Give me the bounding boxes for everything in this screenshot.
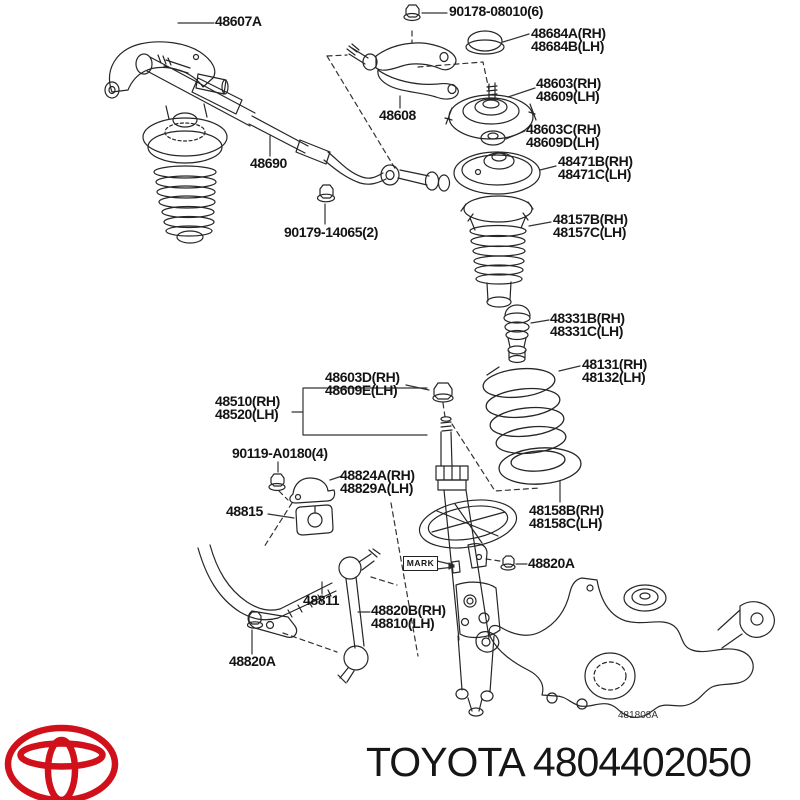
strut-48510-art (418, 382, 518, 717)
part-label-48607a: 48607A (215, 13, 262, 29)
part-label-48608: 48608 (379, 107, 416, 123)
part-label-48331: 48331B(RH)48331C(LH) (550, 310, 625, 339)
part-label-48824: 48824A(RH)48829A(LH) (340, 467, 415, 496)
drawing-reference: 481808A (618, 710, 659, 721)
part-label-48815: 48815 (226, 503, 263, 519)
brand-part-number: TOYOTA 4804402050 (366, 739, 752, 785)
part-label-48510: 48510(RH)48520(LH) (215, 393, 280, 422)
part-label-90178: 90178-08010(6) (449, 3, 544, 19)
stabilizer-bar-link-art (197, 544, 381, 684)
toyota-logo (4, 724, 119, 800)
part-label-48471: 48471B(RH)48471C(LH) (558, 153, 633, 182)
part-label-48690: 48690 (250, 155, 287, 171)
left-strut-boot-art (142, 103, 228, 244)
mark-callout-box: MARK (403, 556, 438, 571)
strut-mount-column-art (444, 30, 541, 195)
part-label-90179: 90179-14065(2) (284, 224, 379, 240)
stabilizer-bracket-bushing-art (289, 477, 336, 536)
part-label-48820a-left: 48820A (229, 653, 276, 669)
assembly-dashed-lines (263, 30, 541, 657)
fastener-nuts-art (246, 184, 516, 629)
part-label-48157: 48157B(RH)48157C(LH) (553, 211, 628, 240)
upper-arm-48608-art (346, 4, 459, 100)
dust-boot-bumper-art (460, 195, 534, 364)
part-label-48158: 48158B(RH)48158C(LH) (529, 502, 604, 531)
part-label-48603d: 48603D(RH)48609E(LH) (325, 369, 400, 398)
part-label-48131: 48131(RH)48132(LH) (582, 356, 647, 385)
steering-knuckle-art (475, 577, 775, 718)
part-label-48820b: 48820B(RH)48810(LH) (371, 602, 446, 631)
part-label-90119: 90119-A0180(4) (232, 445, 328, 461)
part-label-48684: 48684A(RH)48684B(LH) (531, 25, 606, 54)
upper-arm-48607a-art (104, 41, 229, 99)
coil-spring-art (482, 366, 582, 485)
part-label-48811: 48811 (303, 592, 340, 608)
part-label-48603c: 48603C(RH)48609D(LH) (526, 121, 601, 150)
part-label-48603: 48603(RH)48609(LH) (536, 75, 601, 104)
stabilizer-bar-48690-art (135, 53, 451, 192)
part-label-48820a-right: 48820A (528, 555, 575, 571)
